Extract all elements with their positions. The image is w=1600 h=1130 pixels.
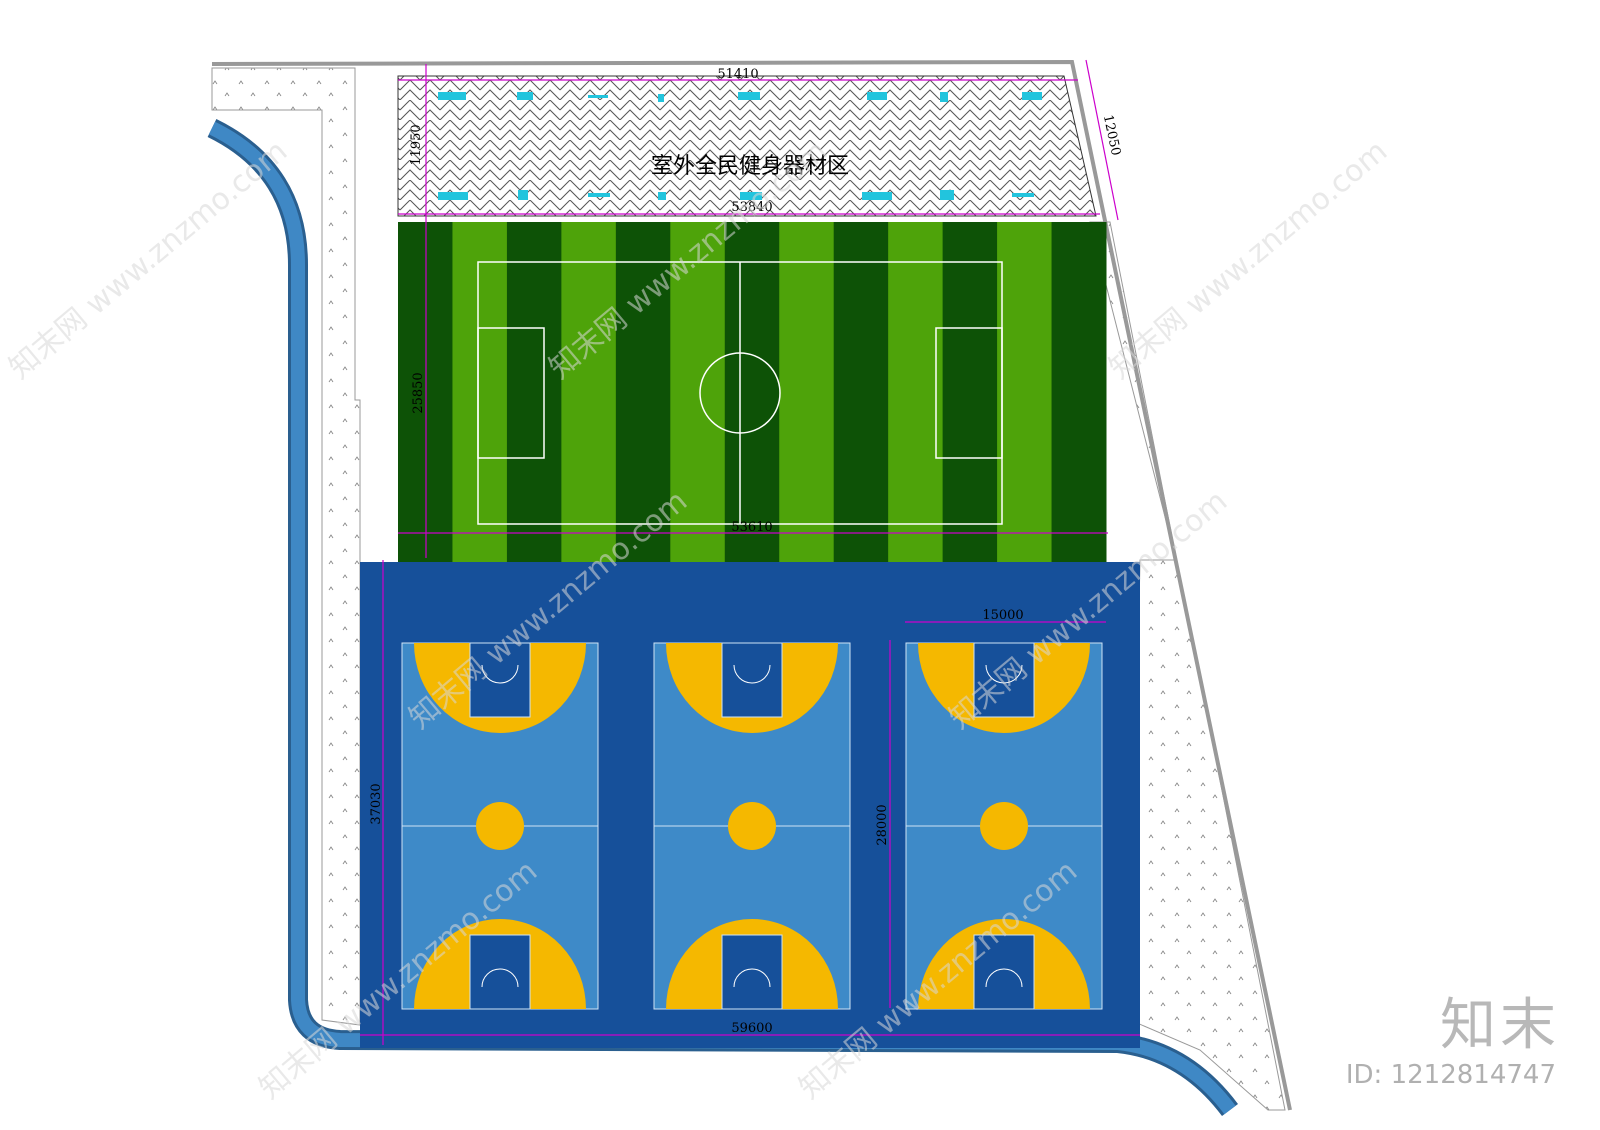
dim-fitness-width-bottom: 53840 <box>731 200 772 215</box>
fitness-equipment-zone: 室外全民健身器材区 <box>397 75 1097 217</box>
turf-stripe <box>724 222 780 562</box>
soccer-field <box>398 222 1107 562</box>
dim-court-length: 28000 <box>875 804 890 845</box>
turf-stripe <box>888 222 944 562</box>
fitness-zone-label: 室外全民健身器材区 <box>651 154 849 179</box>
key <box>721 934 783 1010</box>
watermark-id: ID: 1212814747 <box>1345 1060 1556 1090</box>
turf-stripe <box>997 222 1053 562</box>
dimension-labels: 51410 53840 11950 12050 25850 53610 3703… <box>369 67 1123 1036</box>
basketball-court <box>401 642 599 1010</box>
key <box>973 934 1035 1010</box>
turf-stripe <box>615 222 671 562</box>
center-circle <box>728 802 776 850</box>
watermark-text: 知末网 www.znzmo.com <box>3 134 294 386</box>
turf-stripe <box>561 222 617 562</box>
turf-stripe <box>779 222 835 562</box>
center-circle <box>476 802 524 850</box>
dim-basketball-width: 59600 <box>731 1021 772 1036</box>
hoop-arc <box>481 664 519 684</box>
pitch-markings <box>477 261 1003 525</box>
turf-stripe <box>1051 222 1107 562</box>
hoop-arc <box>985 664 1023 684</box>
dim-court-width: 15000 <box>982 608 1023 623</box>
hoop-arc <box>985 968 1023 988</box>
hoop-arc <box>481 968 519 988</box>
center-circle <box>980 802 1028 850</box>
key <box>469 642 531 718</box>
watermark-brand: 知末 <box>1440 993 1560 1058</box>
basketball-courts <box>360 562 1140 1048</box>
road <box>207 119 1238 1117</box>
dim-basketball-height: 37030 <box>369 783 384 824</box>
site-boundary <box>211 59 1292 1111</box>
basketball-court <box>905 642 1103 1010</box>
dim-soccer-height: 25850 <box>411 372 426 413</box>
hoop-arc <box>733 968 771 988</box>
dim-fitness-depth-right: 12050 <box>1100 113 1123 157</box>
turf-stripe <box>506 222 562 562</box>
hoop-arc <box>733 664 771 684</box>
key <box>469 934 531 1010</box>
basketball-court <box>653 642 851 1010</box>
watermark-text: 知末网 www.znzmo.com <box>1103 134 1394 386</box>
dim-fitness-width-top: 51410 <box>717 67 758 82</box>
dimension-lines <box>360 59 1140 1045</box>
key <box>721 642 783 718</box>
turf-stripe <box>452 222 508 562</box>
dim-soccer-width: 53610 <box>731 520 772 535</box>
turf-stripe <box>670 222 726 562</box>
turf-stripe <box>942 222 998 562</box>
dim-fitness-depth-left: 11950 <box>409 124 424 165</box>
turf-stripes <box>398 222 1107 562</box>
fitness-equipment-icons <box>438 92 1042 200</box>
turf-stripe <box>833 222 889 562</box>
key <box>973 642 1035 718</box>
